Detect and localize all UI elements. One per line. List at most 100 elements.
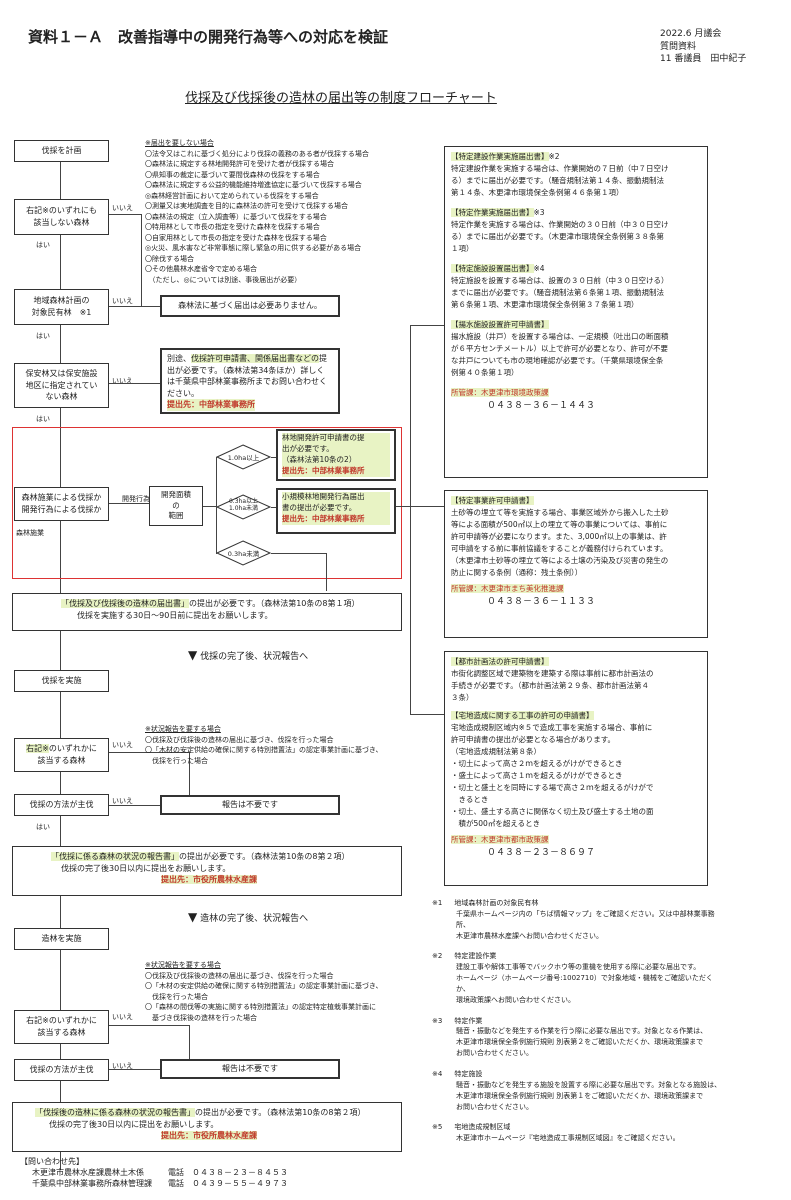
after-harvest-label: 伐採の完了後、状況報告へ [200, 652, 309, 662]
tel-environment: ０４３８－３６－１４４３ [487, 401, 596, 411]
diamond-mid [215, 494, 272, 520]
exempt-item: 〇森林法の規定（立入調査等）に基づいて伐採をする場合 [145, 212, 327, 221]
q7-label: 右記※のいずれかに 該当する森林 [26, 1016, 97, 1037]
contact-line-2: 千葉県中部林業事務所森林管理課 電話 ０４３９－５５－４９７３ [32, 1178, 288, 1188]
footnote-body: 騒音・振動などを発生する作業を行う際に必要な届出です。対象となる作業は、 木更津… [456, 1027, 708, 1058]
s4-title: 【揚水施設設置許可申請書】 [451, 320, 549, 329]
notify-title: 「伐採及び伐採後の造林の届出書」 [61, 599, 189, 608]
footnote-body: 騒音・振動などを発生する施設を設置する際に必要な届出です。対象となる施設は、 木… [456, 1080, 722, 1111]
small-permit-text: 小規模林地開発行為届出 書の提出が必要です。 [282, 492, 390, 514]
question-exempt-label: 右記※のいずれにも 該当しない森林 [26, 206, 97, 227]
report2-rest: の提出が必要です。（森林法第10条の8第２項） [195, 1108, 366, 1117]
footnote-title: 特定施設 [454, 1069, 483, 1078]
protected-forest-dest: 提出先：中部林業事務所 [167, 399, 255, 411]
s1-ref: ※2 [548, 152, 560, 161]
no-label-2: いいえ [112, 297, 133, 305]
footnote-no: ※3 [432, 1016, 443, 1025]
s4-body: 揚水施設（井戸）を設置する場合は、一定規模（吐出口の断面積 が６平方センチメート… [451, 332, 669, 377]
notify-rest: の提出が必要です。（森林法第10条の8第１項） [189, 599, 360, 608]
report-note-item: 〇「木材の安定供給の確保に関する特別措置法」の認定事業計画に基づき、 伐採を行っ… [145, 746, 383, 765]
yes-label-3: はい [36, 415, 50, 423]
landdev-title: 【宅地造成に関する工事の許可の申請書】 [451, 711, 594, 720]
urban-title: 【都市計画法の許可申請書】 [451, 657, 549, 666]
report1-box: 「伐採に係る森林の状況の報告書」の提出が必要です。（森林法第10条の8第２項） … [12, 846, 402, 896]
chart-subtitle: 伐採及び伐採後の造林の届出等の制度フローチャート [185, 91, 497, 106]
soil-body: 土砂等の埋立て等を実施する場合、事業区域外から搬入した土砂 等による面積が500… [451, 508, 669, 577]
report2-dest: 提出先：市役所農林水産課 [161, 1131, 257, 1141]
footnote-no: ※2 [432, 952, 443, 961]
protected-forest-text-c: 提 [319, 354, 327, 363]
right-box-noise: 【特定建設作業実施届出書】※2 特定建設作業を実施する場合は、作業開始の７日前（… [444, 146, 708, 478]
tel-urban: ０４３８－２３－８６９７ [487, 848, 596, 858]
diamond-large-label: 1.0ha以上 [227, 454, 260, 462]
s2-title: 【特定作業実施届出書】 [451, 208, 534, 217]
exempt-note-title: ※届出を要しない場合 [145, 139, 214, 147]
exempt-item: （ただし、◎については別途、事後届出が必要） [145, 275, 302, 284]
report-note-item: 〇伐採及び伐採後の造林の届出に基づき、伐採を行った場合 [145, 971, 334, 980]
question-protected-forest-label: 保安林又は保安施設 地区に指定されてい ない森林 [25, 369, 98, 402]
exempt-item: 〇森林法に規定する公益的機能維持増進協定に基づいて伐採する場合 [145, 181, 362, 189]
planting-box: 造林を実施 [14, 928, 109, 950]
report-note-item: 〇伐採及び伐採後の造林の届出に基づき、伐採を行った場合 [145, 735, 334, 744]
s2-body: 特定作業を実施する場合は、作業開始の３０日前（中３０日空け る）までに届出が必要… [451, 220, 669, 253]
tel-beautify: ０４３８－３６－１１３３ [487, 597, 596, 607]
report1-line2: 伐採の完了後30日以内に提出をお願いします。 [61, 863, 231, 873]
question-report-forest: 右記※のいずれかに 該当する森林 [14, 738, 109, 772]
large-permit-text: 林地開発許可申請書の提 出が必要です。 （森林法第10条の2） [282, 433, 390, 466]
question-report-forest-2: 右記※のいずれかに 該当する森林 [14, 1010, 109, 1044]
no-label-7: いいえ [112, 1062, 133, 1070]
large-permit-dest: 提出先：中部林業事務所 [282, 465, 390, 477]
after-harvest: ▼ 伐採の完了後、状況報告へ [188, 648, 308, 662]
header-doc-type: 質問資料 [660, 41, 697, 52]
dept-environment: 所管課：木更津市環境政策課 [451, 388, 549, 397]
footnote-body: 木更津市ホームページ『宅地造成工事規制区域図』をご確認ください。 [456, 1134, 680, 1143]
footnote-title: 地域森林計画の対象民有林 [454, 899, 539, 907]
area-range-label: 開発面積 の 範囲 [161, 489, 191, 521]
question-main-cut-2: 伐採の方法が主伐 [14, 1059, 109, 1081]
exempt-item: 〇測量又は実地調査を目的に森林法の許可を受けて伐採する場合 [145, 202, 348, 210]
large-permit-box: 林地開発許可申請書の提 出が必要です。 （森林法第10条の2） 提出先：中部林業… [276, 429, 396, 481]
question-purpose: 森林施業による伐採か 開発行為による伐採か [14, 487, 109, 521]
s3-ref: ※4 [533, 264, 545, 273]
report-note-2-title: ※状況報告を要する場合 [145, 961, 221, 969]
exec-box: 伐採を実施 [14, 670, 109, 692]
notify-box: 「伐採及び伐採後の造林の届出書」の提出が必要です。（森林法第10条の8第１項） … [12, 593, 402, 631]
question-main-cut: 伐採の方法が主伐 [14, 794, 109, 816]
soil-title: 【特定事業許可申請書】 [451, 496, 534, 505]
footnote-title: 特定建設作業 [454, 952, 497, 961]
exempt-note: ※届出を要しない場合 〇法令又はこれに基づく処分により伐採の義務のある者が伐採す… [145, 138, 369, 285]
after-planting: ▼ 造林の完了後、状況報告へ [188, 910, 308, 924]
exempt-item: ◎森林経営計画において定められている伐採をする場合 [145, 191, 319, 200]
diamond-mid-label: 0.3ha以上 1.0ha未満 [228, 498, 259, 513]
urban-body: 市街化調整区域で建築物を建築する際は事前に都市計画法の 手続きが必要です。（都市… [451, 669, 654, 702]
footnote: ※3 特定作業騒音・振動などを発生する作業を行う際に必要な届出です。対象となる作業… [432, 1016, 722, 1059]
diamond-small-label: 0.3ha未満 [227, 550, 260, 558]
landdev-body: 宅地造成規制区域内※５で造成工事を実施する場合、事前に 許可申請書の提出が必要と… [451, 723, 654, 828]
development-region [12, 427, 402, 579]
no-report-box-2: 報告は不要です [160, 1059, 340, 1079]
exempt-item: 〇法令又はこれに基づく処分により伐採の義務のある者が伐採する場合 [145, 149, 369, 158]
report2-box: 「伐採後の造林に係る森林の状況の報告書」の提出が必要です。（森林法第10条の8第… [12, 1102, 402, 1152]
protected-forest-text-b: 伐採許可申請書、関係届出書などの [191, 354, 319, 363]
footnote: ※2 特定建設作業建設工事や解体工事等でバックホウ等の重機を使用する際に必要な届出… [432, 951, 722, 1005]
right-box-urban: 【都市計画法の許可申請書】 市街化調整区域で建築物を建築する際は事前に都市計画法… [444, 651, 708, 886]
protected-forest-box: 別途、伐採許可申請書、関係届出書などの提 出が必要です。（森林法第34条ほか）詳… [160, 348, 340, 414]
diamond-large [215, 444, 272, 470]
exempt-item: ◎火災、風水害など非常事態に際し緊急の用に供する必要がある場合 [145, 244, 362, 252]
start-label: 伐採を計画 [41, 146, 82, 156]
q5-label: のいずれかに 該当する森林 [37, 744, 97, 765]
report-note-item: 〇「木材の安定供給の確保に関する特別措置法」の認定事業計画に基づき、 伐採を行っ… [145, 982, 383, 1001]
footnote-no: ※5 [432, 1123, 443, 1132]
contact-block: 【問い合わせ先】 木更津市農林水産課農林土木係 電話 ０４３８－２３－８４５３ … [20, 1157, 288, 1189]
footnote-no: ※1 [432, 899, 443, 907]
planting-label: 造林を実施 [41, 934, 82, 944]
no-report-label-1: 報告は不要です [222, 800, 278, 810]
footnote-title: 特定作業 [454, 1016, 483, 1025]
s2-ref: ※3 [533, 208, 545, 217]
question-exempt: 右記※のいずれにも 該当しない森林 [14, 199, 109, 235]
footnote-body: 建設工事や解体工事等でバックホウ等の重機を使用する際に必要な届出です。 ホームペ… [456, 963, 713, 1004]
header-date: 2022.6 月議会 [660, 29, 722, 39]
